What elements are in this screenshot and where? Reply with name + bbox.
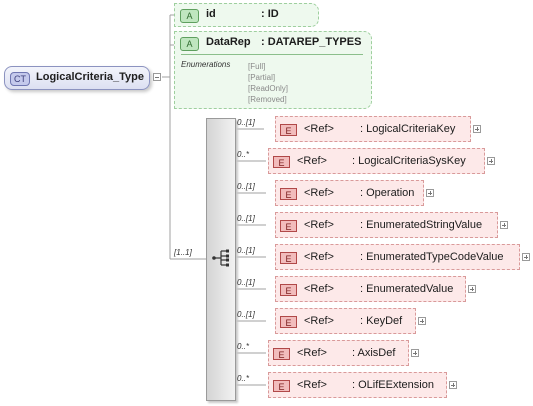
sequence-multiplicity: [1..1] xyxy=(174,248,192,257)
element-ref: <Ref> xyxy=(297,379,327,391)
attribute-type: : DATAREP_TYPES xyxy=(261,36,362,48)
element-badge: E xyxy=(280,188,297,200)
complex-type-name: LogicalCriteria_Type xyxy=(36,71,144,83)
attribute-badge: A xyxy=(180,9,199,23)
element-axis-def[interactable]: E <Ref> : AxisDef xyxy=(268,340,409,366)
element-name: : LogicalCriteriaSysKey xyxy=(352,155,466,167)
element-badge: E xyxy=(280,316,297,328)
element-logical-criteria-sys-key[interactable]: E <Ref> : LogicalCriteriaSysKey xyxy=(268,148,485,174)
element-ref: <Ref> xyxy=(304,315,334,327)
element-name: : LogicalCriteriaKey xyxy=(360,123,456,135)
enumerations-label: Enumerations xyxy=(181,60,231,69)
cardinality-label: 0..* xyxy=(237,342,250,351)
element-badge: E xyxy=(280,252,297,264)
element-key-def[interactable]: E <Ref> : KeyDef xyxy=(275,308,416,334)
element-enumerated-type-code-value[interactable]: E <Ref> : EnumeratedTypeCodeValue xyxy=(275,244,520,270)
attribute-datarep[interactable]: A DataRep : DATAREP_TYPES Enumerations [… xyxy=(174,31,372,109)
element-ref: <Ref> xyxy=(304,283,334,295)
element-name: : EnumeratedTypeCodeValue xyxy=(360,251,504,263)
expand-toggle[interactable] xyxy=(487,157,495,165)
element-badge: E xyxy=(273,348,290,360)
element-badge: E xyxy=(273,156,290,168)
expand-toggle[interactable] xyxy=(522,253,530,261)
cardinality-label: 0..[1] xyxy=(237,310,255,319)
element-ref: <Ref> xyxy=(297,155,327,167)
divider xyxy=(181,54,363,55)
cardinality-label: 0..* xyxy=(237,374,250,383)
expand-toggle[interactable] xyxy=(418,317,426,325)
element-enumerated-string-value[interactable]: E <Ref> : EnumeratedStringValue xyxy=(275,212,498,238)
element-ref: <Ref> xyxy=(304,123,334,135)
element-operation[interactable]: E <Ref> : Operation xyxy=(275,180,424,206)
element-name: : KeyDef xyxy=(360,315,403,327)
attribute-badge: A xyxy=(180,37,199,51)
element-badge: E xyxy=(280,124,297,136)
element-name: : EnumeratedValue xyxy=(360,283,454,295)
element-name: : EnumeratedStringValue xyxy=(360,219,483,231)
expand-toggle[interactable] xyxy=(411,349,419,357)
attribute-name: id xyxy=(206,8,216,20)
element-name: : OLifEExtension xyxy=(352,379,434,391)
enumeration-value: [Partial] xyxy=(248,73,276,82)
enumeration-value: [Removed] xyxy=(248,95,287,104)
attribute-name: DataRep xyxy=(206,36,251,48)
element-ref: <Ref> xyxy=(304,219,334,231)
enumeration-value: [ReadOnly] xyxy=(248,84,289,93)
expand-toggle[interactable] xyxy=(468,285,476,293)
enumeration-value: [Full] xyxy=(248,62,266,71)
collapse-toggle[interactable] xyxy=(153,73,161,81)
expand-toggle[interactable] xyxy=(473,125,481,133)
complex-type-badge: CT xyxy=(10,72,30,86)
sequence-icon xyxy=(212,249,229,267)
cardinality-label: 0..[1] xyxy=(237,214,255,223)
element-badge: E xyxy=(280,284,297,296)
element-name: : AxisDef xyxy=(352,347,396,359)
expand-toggle[interactable] xyxy=(426,189,434,197)
element-badge: E xyxy=(280,220,297,232)
element-name: : Operation xyxy=(360,187,415,199)
cardinality-label: 0..* xyxy=(237,150,250,159)
expand-toggle[interactable] xyxy=(449,381,457,389)
enumeration-list: [Full] [Partial] [ReadOnly] [Removed] xyxy=(248,61,288,105)
complex-type-node[interactable]: CT LogicalCriteria_Type xyxy=(4,66,150,90)
cardinality-label: 0..[1] xyxy=(237,118,255,127)
element-olife-extension[interactable]: E <Ref> : OLifEExtension xyxy=(268,372,447,398)
element-badge: E xyxy=(273,380,290,392)
sequence-compositor[interactable] xyxy=(206,118,236,401)
cardinality-label: 0..[1] xyxy=(237,182,255,191)
cardinality-label: 0..[1] xyxy=(237,246,255,255)
cardinality-label: 0..[1] xyxy=(237,278,255,287)
element-ref: <Ref> xyxy=(304,251,334,263)
attribute-id[interactable]: A id : ID xyxy=(174,3,319,27)
element-logical-criteria-key[interactable]: E <Ref> : LogicalCriteriaKey xyxy=(275,116,471,142)
expand-toggle[interactable] xyxy=(500,221,508,229)
element-ref: <Ref> xyxy=(297,347,327,359)
element-enumerated-value[interactable]: E <Ref> : EnumeratedValue xyxy=(275,276,466,302)
element-ref: <Ref> xyxy=(304,187,334,199)
attribute-type: : ID xyxy=(261,8,279,20)
